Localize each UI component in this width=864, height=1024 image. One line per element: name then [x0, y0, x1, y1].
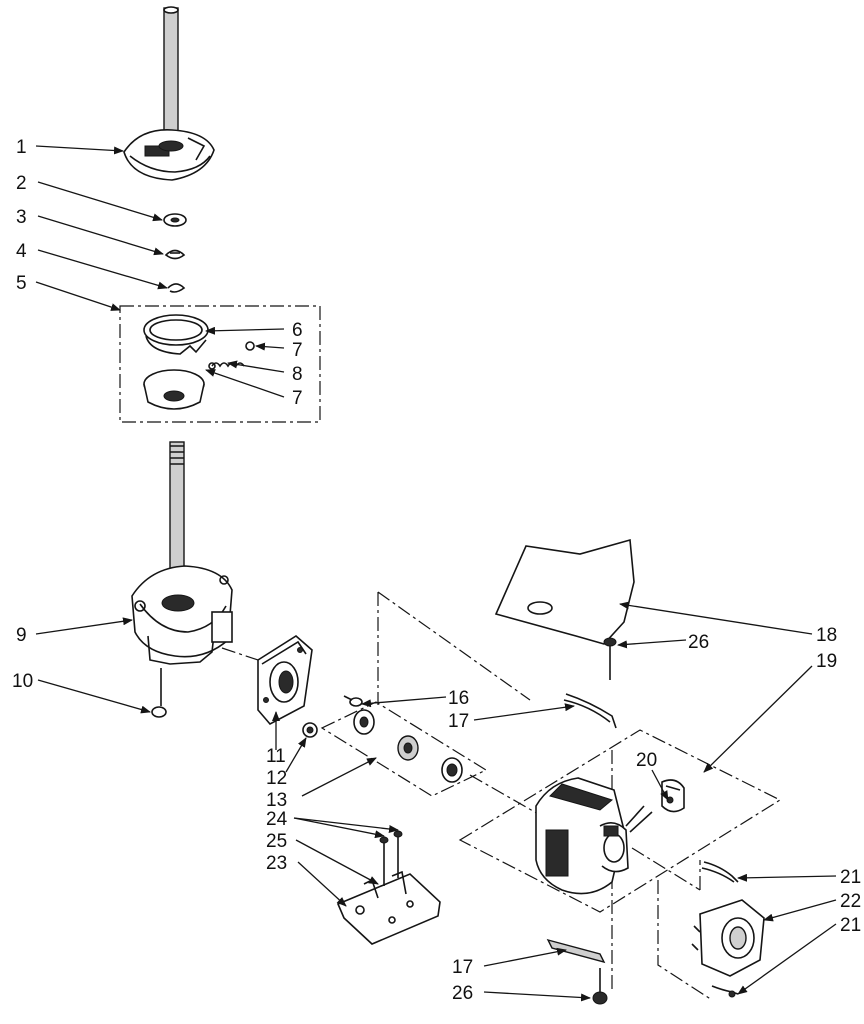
callout-8: 8 [292, 364, 303, 385]
retaining-ring-4 [167, 283, 186, 293]
gearcase-9 [131, 441, 233, 665]
nut-12 [302, 722, 318, 738]
bolt-26-upper [603, 637, 617, 680]
rod-17-upper [563, 693, 617, 729]
callout-16: 16 [448, 688, 469, 709]
callout-12: 12 [266, 768, 287, 789]
motor-assembly-box [458, 729, 782, 913]
callout-22: 22 [840, 891, 861, 912]
callout-23: 23 [266, 853, 287, 874]
callout-4: 4 [16, 241, 27, 262]
callout-11: 11 [266, 746, 286, 767]
drive-shaft-top [123, 6, 215, 181]
bolt-10 [151, 668, 167, 718]
callout-17-key: 17 [452, 957, 473, 978]
key-17-lower [546, 938, 606, 964]
callout-20: 20 [636, 750, 657, 771]
callout-5: 5 [16, 273, 27, 294]
alignment-line [221, 591, 713, 1001]
screw-16 [343, 695, 363, 707]
callout-26-upper: 26 [688, 632, 709, 653]
clutch-band-6 [143, 314, 209, 355]
callout-25: 25 [266, 831, 287, 852]
bolt-26-lower [592, 968, 608, 1005]
callout-21-lower: 21 [840, 915, 861, 936]
switch-20 [661, 779, 685, 813]
callout-26-lower: 26 [452, 983, 473, 1004]
motor-19 [535, 777, 653, 895]
callout-18: 18 [816, 625, 837, 646]
callout-7-hub: 7 [292, 388, 303, 409]
callout-labels: 1 2 3 4 5 6 7 8 7 9 10 11 12 13 16 17 18… [12, 137, 861, 1004]
leader-lines [35, 145, 837, 1002]
callout-3: 3 [16, 207, 27, 228]
spring-8 [208, 341, 255, 370]
shield-18 [494, 538, 635, 645]
spring-washer-3 [164, 249, 186, 260]
clutch-hub-7 [143, 369, 205, 410]
callout-21-upper: 21 [840, 867, 861, 888]
callout-2: 2 [16, 173, 27, 194]
callout-13: 13 [266, 790, 287, 811]
washer-2 [163, 213, 187, 227]
screw-24 [379, 830, 403, 886]
callout-9: 9 [16, 625, 27, 646]
callout-7-spring-end: 7 [292, 340, 303, 361]
clip-21-lower [711, 985, 739, 998]
callout-1: 1 [16, 137, 27, 158]
pump-parts-13 [353, 709, 463, 783]
callout-17-rod: 17 [448, 711, 469, 732]
clip-21-upper [701, 861, 739, 883]
bracket-23 [336, 870, 441, 945]
callout-10: 10 [12, 671, 33, 692]
callout-24: 24 [266, 809, 288, 830]
callout-19: 19 [816, 651, 837, 672]
pump-plate-11 [257, 635, 313, 726]
clutch-assembly-box [119, 305, 321, 423]
callout-6: 6 [292, 320, 303, 341]
pump-housing-22 [691, 899, 765, 977]
